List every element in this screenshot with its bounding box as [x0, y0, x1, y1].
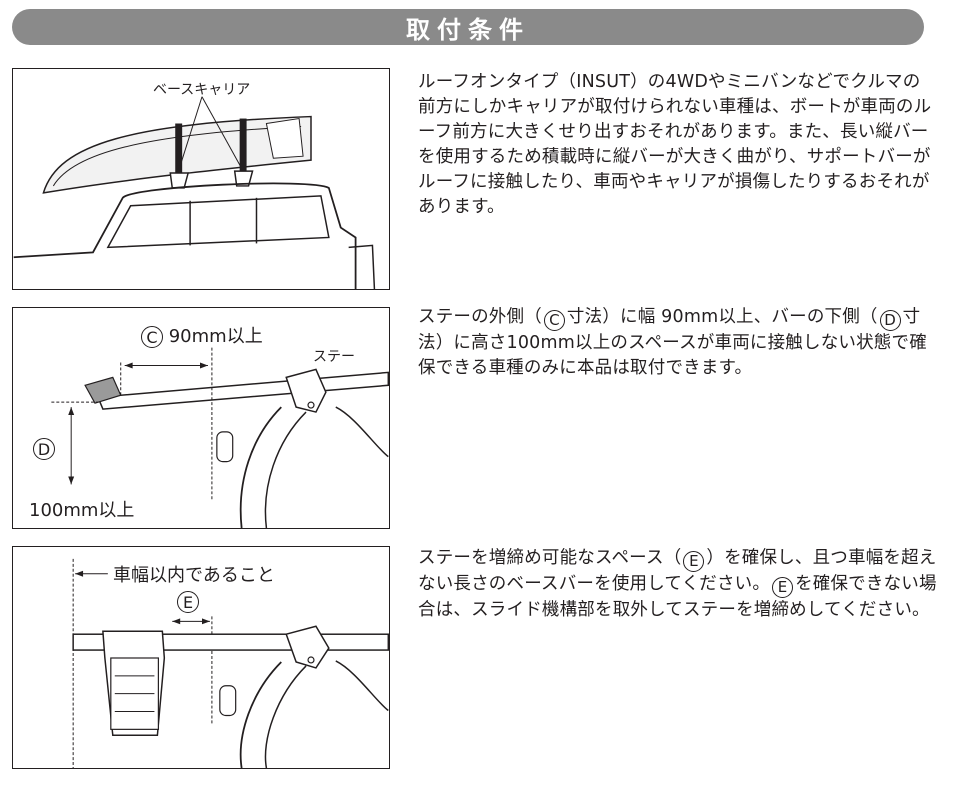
dimension-e-marker: E: [177, 591, 199, 613]
dimension-c-marker: C: [141, 326, 163, 348]
paragraph2-circle-c: C: [543, 310, 565, 331]
paragraph2-text1: ステーの外側（: [418, 307, 542, 327]
paragraph-roof-on-type: ルーフオンタイプ（INSUT）の4WDやミニバンなどでクルマの前方にしかキャリア…: [418, 70, 938, 220]
dimension-d-marker: D: [33, 438, 55, 460]
figure-stay-dimensions: C 90mm以上 ステー D 100mm以上: [12, 307, 390, 529]
figure-car-boat: ベースキャリア: [12, 68, 390, 290]
vehicle-width-illustration: [72, 558, 389, 768]
paragraph2-text3: 寸法）に高さ100mm以上のスペースが車両に接触しない状態で確保できる車種のみに…: [418, 307, 927, 378]
paragraph1-text: ルーフオンタイプ（INSUT）の4WDやミニバンなどでクルマの前方にしかキャリア…: [418, 72, 932, 217]
header-bar: 取付条件: [12, 9, 924, 45]
paragraph3-text2: ）を確保し、且つ車幅を超えない長さのベースバーを使用してください。: [418, 548, 937, 594]
paragraph3-circle-e1: E: [683, 551, 705, 572]
paragraph3-text1: ステーを増締め可能なスペース（: [418, 548, 682, 568]
dimension-e-label: E: [177, 591, 199, 613]
paragraph3-text3: を確保できない場合は、スライド機構部を取外してステーを増締めしてください。: [418, 574, 937, 620]
base-carrier-label: ベースキャリア: [153, 82, 251, 98]
car-boat-illustration: [13, 96, 376, 289]
paragraph2-circle-d: D: [879, 310, 901, 331]
figure-vehicle-width: 車幅以内であること E: [12, 546, 390, 769]
header-title: 取付条件: [406, 15, 530, 44]
paragraph2-text2: 寸法）に幅 90mm以上、バーの下側（: [566, 307, 878, 327]
dimension-d-text: 100mm以上: [29, 500, 135, 521]
stay-dimension-illustration: [51, 347, 389, 528]
paragraph-tightening-space: ステーを増締め可能なスペース（E）を確保し、且つ車幅を超えない長さのベースバーを…: [418, 546, 938, 623]
stay-label: ステー: [313, 349, 355, 365]
dimension-c-text: 90mm以上: [168, 326, 263, 347]
dimension-d-marker-label: D: [33, 438, 55, 460]
dimension-c-label: C 90mm以上: [141, 322, 263, 348]
paragraph3-circle-e2: E: [772, 577, 794, 598]
vehicle-width-label: 車幅以内であること: [113, 565, 275, 586]
